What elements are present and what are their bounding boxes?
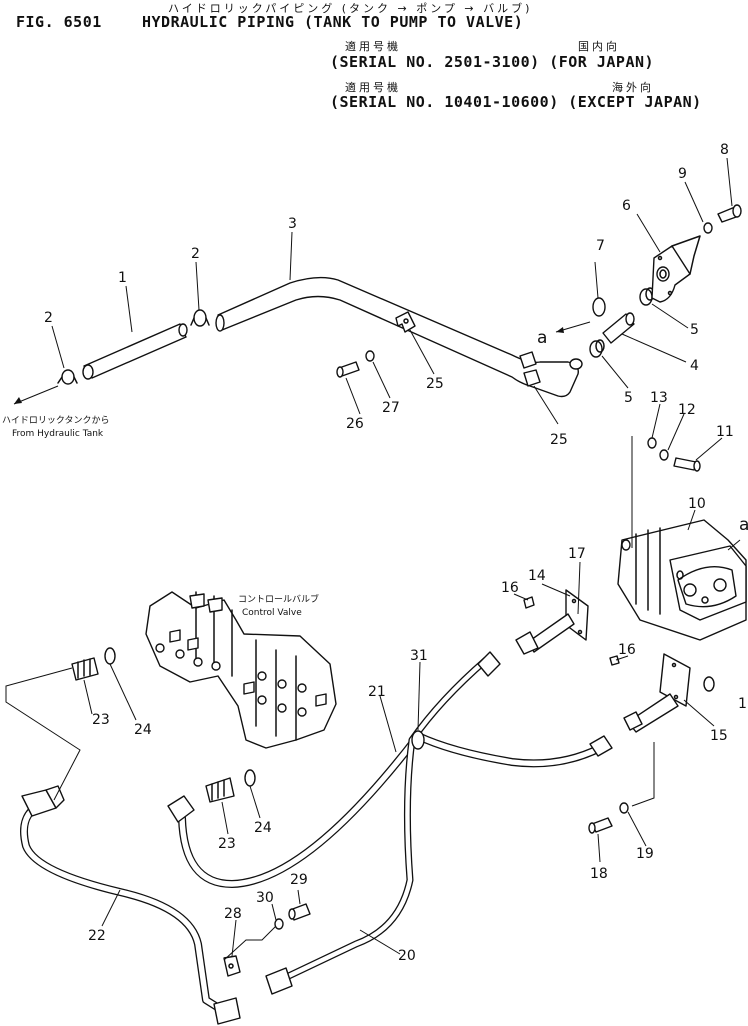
figure-number: FIG. 6501 [16,13,102,31]
bolt-11 [673,457,701,472]
callout-2-middle: 2 [191,246,200,262]
reference-a-lower: a [739,515,748,535]
callout-1: 1 [118,270,127,286]
callout-26: 26 [346,416,364,432]
flange-elbow-15 [623,653,691,733]
pipe-22 [20,785,241,1025]
bolt-26 [336,361,360,378]
hydraulic-pump-10 [617,519,747,641]
serial-range-2: (SERIAL NO. 10401-10600) (EXCEPT JAPAN) [330,93,702,111]
callout-25-lower: 25 [550,432,568,448]
callout-31: 31 [410,648,428,664]
page-title: HYDRAULIC PIPING (TANK TO PUMP TO VALVE) [142,13,524,31]
flange-elbow-14 [515,589,589,655]
callout-22: 22 [88,928,106,944]
callout-11: 11 [716,424,734,440]
callout-19: 19 [636,846,654,862]
washer-30 [274,918,284,930]
callout-16-right: 16 [618,642,636,658]
callout-16-left: 16 [501,580,519,596]
o-ring-24-upper [104,647,116,665]
fitting-16-right [609,655,620,666]
hose-clamp-2-left [57,369,78,385]
callout-29: 29 [290,872,308,888]
reference-a-upper: a [537,328,547,348]
bolt-29 [288,903,311,921]
callout-24-upper: 24 [134,722,152,738]
callout-25-upper: 25 [426,376,444,392]
washer-9 [703,222,713,234]
valve-note: Control Valve [242,608,302,618]
adapter-23-lower [205,777,235,803]
callout-9: 9 [678,166,687,182]
title-japanese: ハイドロリックパイピング (タンク → ポンプ → バルブ) [168,2,533,15]
clamp-31 [411,730,425,750]
serial-1-region-japanese: 国内向 [578,40,620,53]
callout-15: 15 [710,728,728,744]
clamp-25-upper [395,311,416,333]
callout-8: 8 [720,142,729,158]
washer-19 [619,802,629,814]
pump-flange-6 [651,235,701,303]
serial-2-japanese: 適用号機 [345,81,401,94]
hose-clamp-2-middle [190,309,210,327]
fitting-5-lower [589,339,605,358]
callout-10: 10 [688,496,706,512]
callout-30: 30 [256,890,274,906]
washer-27 [365,350,375,362]
o-ring-24-lower [244,769,256,787]
callout-17: 17 [568,546,586,562]
serial-2-region-japanese: 海外向 [612,81,654,94]
bolt-18 [588,817,613,834]
hose-1 [82,323,188,380]
callout-3: 3 [288,216,297,232]
bracket-28 [223,955,241,977]
callout-1-right: 1 [738,696,747,712]
callout-2-left: 2 [44,310,53,326]
callout-23-upper: 23 [92,712,110,728]
callout-23-lower: 23 [218,836,236,852]
callout-5-lower: 5 [624,390,633,406]
callout-6: 6 [622,198,631,214]
o-ring-7 [592,297,606,317]
washer-12 [659,449,669,461]
control-valve [145,591,337,749]
serial-1-japanese: 適用号機 [345,40,401,53]
callout-12: 12 [678,402,696,418]
callout-24-lower: 24 [254,820,272,836]
washer-13 [647,437,657,449]
callout-7: 7 [596,238,605,254]
callout-5-upper: 5 [690,322,699,338]
callout-27: 27 [382,400,400,416]
callout-4: 4 [690,358,699,374]
bolt-8 [717,204,742,223]
callout-14: 14 [528,568,546,584]
callout-18: 18 [590,866,608,882]
callout-28: 28 [224,906,242,922]
hose-20 [265,651,501,995]
callout-21: 21 [368,684,386,700]
suction-tube-3 [215,276,583,398]
callout-13: 13 [650,390,668,406]
tank-note: From Hydraulic Tank [12,429,104,439]
adapter-23-upper [71,657,99,681]
callout-20: 20 [398,948,416,964]
valve-note-japanese: コントロールバルブ [238,593,319,605]
o-ring-1 [703,676,715,692]
serial-range-1: (SERIAL NO. 2501-3100) (FOR JAPAN) [330,53,655,71]
hose-4 [602,312,635,344]
hose-21 [167,732,613,888]
tank-note-japanese: ハイドロリックタンクから [2,415,109,426]
